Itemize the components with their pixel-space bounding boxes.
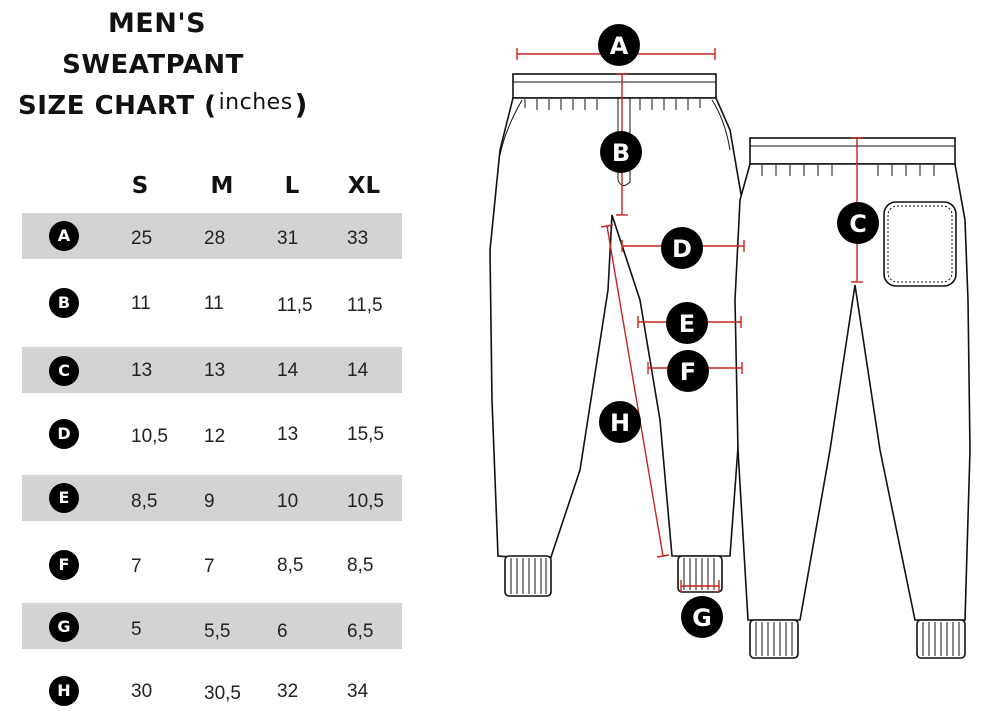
row-badge-e: E bbox=[49, 483, 79, 513]
label-c-text: C bbox=[849, 210, 867, 238]
title-close-paren: ) bbox=[294, 88, 308, 121]
size-header-l: L bbox=[284, 173, 300, 199]
dimension-labels: A B C D E F H G bbox=[598, 24, 879, 638]
label-g: G bbox=[681, 596, 723, 638]
title-line-1: MEN'S bbox=[107, 8, 207, 39]
cell-g-l: 6 bbox=[277, 621, 288, 642]
back-waist-gathers bbox=[761, 165, 935, 176]
table-row: B bbox=[22, 280, 402, 326]
cell-e-xl: 10,5 bbox=[347, 491, 384, 512]
title-size-chart: SIZE CHART ( bbox=[18, 91, 217, 121]
back-waistband bbox=[749, 137, 956, 165]
back-pocket-stitch bbox=[887, 205, 953, 283]
front-left-cuff bbox=[504, 555, 552, 597]
cell-b-m: 11 bbox=[204, 293, 224, 314]
cell-a-l: 31 bbox=[277, 228, 299, 249]
table-row: C bbox=[22, 347, 402, 393]
cell-d-l: 13 bbox=[277, 424, 299, 445]
label-g-text: G bbox=[692, 604, 712, 632]
size-header-s: S bbox=[131, 173, 149, 199]
cell-f-l: 8,5 bbox=[277, 555, 304, 576]
table-row: G bbox=[22, 603, 402, 649]
label-e-text: E bbox=[679, 310, 695, 338]
cell-h-s: 30 bbox=[131, 681, 153, 702]
row-badge-g: G bbox=[49, 612, 79, 642]
cell-f-s: 7 bbox=[131, 556, 142, 577]
back-pant-illustration bbox=[734, 137, 971, 659]
cell-f-m: 7 bbox=[204, 556, 215, 577]
cell-b-s: 11 bbox=[131, 293, 151, 314]
row-badge-b: B bbox=[49, 288, 79, 318]
front-right-pocket bbox=[711, 99, 731, 151]
label-f: F bbox=[667, 350, 709, 392]
label-c: C bbox=[837, 202, 879, 244]
row-badge-c: C bbox=[49, 356, 79, 386]
row-badge-d: D bbox=[49, 419, 79, 449]
front-fly bbox=[617, 98, 631, 186]
cell-b-l: 11,5 bbox=[277, 295, 313, 316]
row-badge-a: A bbox=[49, 221, 79, 251]
cell-e-m: 9 bbox=[204, 491, 215, 512]
label-h: H bbox=[599, 401, 641, 443]
row-badge-f: F bbox=[49, 550, 79, 580]
label-f-text: F bbox=[680, 358, 696, 386]
front-waistband bbox=[512, 73, 717, 99]
cell-b-xl: 11,5 bbox=[347, 295, 383, 316]
label-d-text: D bbox=[672, 235, 692, 263]
table-row: A bbox=[22, 213, 402, 259]
cell-a-xl: 33 bbox=[347, 228, 369, 249]
cell-e-l: 10 bbox=[277, 491, 299, 512]
table-row: H bbox=[22, 668, 402, 714]
cell-c-m: 13 bbox=[204, 360, 226, 381]
cell-a-s: 25 bbox=[131, 228, 153, 249]
size-header-m: M bbox=[210, 173, 234, 199]
cell-c-xl: 14 bbox=[347, 360, 369, 381]
front-pant-illustration bbox=[489, 73, 746, 597]
cell-h-m: 30,5 bbox=[204, 683, 241, 704]
back-cuff-ribbing bbox=[755, 622, 960, 656]
cell-g-s: 5 bbox=[131, 619, 142, 640]
label-b: B bbox=[600, 131, 642, 173]
label-a-text: A bbox=[610, 32, 629, 60]
cell-d-xl: 15,5 bbox=[347, 424, 384, 445]
title-line-3: SIZE CHART (inches) bbox=[18, 88, 308, 121]
front-cuff-ribbing bbox=[510, 558, 715, 594]
cell-g-m: 5,5 bbox=[204, 621, 231, 642]
cell-a-m: 28 bbox=[204, 228, 226, 249]
cell-d-s: 10,5 bbox=[131, 426, 168, 447]
dim-line-h bbox=[606, 225, 664, 557]
table-row: E bbox=[22, 475, 402, 521]
table-row: D bbox=[22, 411, 402, 457]
row-badge-h: H bbox=[49, 676, 79, 706]
back-pocket bbox=[883, 201, 957, 287]
cell-c-s: 13 bbox=[131, 360, 153, 381]
cell-f-xl: 8,5 bbox=[347, 555, 374, 576]
cell-h-xl: 34 bbox=[347, 681, 369, 702]
label-d: D bbox=[661, 227, 703, 269]
front-left-pocket bbox=[499, 99, 523, 156]
label-h-text: H bbox=[610, 409, 630, 437]
cell-g-xl: 6,5 bbox=[347, 621, 374, 642]
title-line-2: SWEATPANT bbox=[62, 50, 244, 80]
front-waist-gathers bbox=[524, 99, 701, 110]
size-header-xl: XL bbox=[347, 173, 381, 199]
cell-d-m: 12 bbox=[204, 426, 226, 447]
front-right-cuff bbox=[677, 555, 723, 593]
label-b-text: B bbox=[612, 139, 630, 167]
label-e: E bbox=[666, 302, 708, 344]
cell-e-s: 8,5 bbox=[131, 491, 158, 512]
title-unit: inches bbox=[218, 90, 293, 115]
cell-h-l: 32 bbox=[277, 681, 299, 702]
label-a: A bbox=[598, 24, 640, 66]
table-row: F bbox=[22, 542, 402, 588]
cell-c-l: 14 bbox=[277, 360, 299, 381]
